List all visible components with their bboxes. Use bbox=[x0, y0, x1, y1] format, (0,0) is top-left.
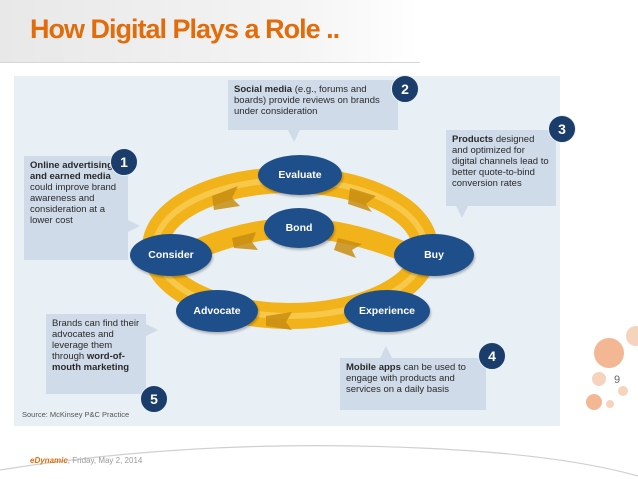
node-experience: Experience bbox=[344, 290, 430, 332]
callout-1-tail bbox=[128, 220, 140, 232]
callout-social-media: Social media (e.g., forums and boards) p… bbox=[228, 80, 398, 142]
callout-1-bold: Online advertising and earned media bbox=[30, 160, 113, 182]
callout-4-bold: Mobile apps bbox=[346, 362, 404, 373]
decor-dot bbox=[586, 394, 602, 410]
callout-products: Products designed and optimized for digi… bbox=[446, 130, 556, 218]
callout-3-text: designed and optimized for digital chann… bbox=[452, 134, 549, 189]
callout-5-bold: word-of-mouth marketing bbox=[52, 351, 130, 373]
callout-1-text: could improve brand awareness and consid… bbox=[30, 182, 117, 226]
node-buy: Buy bbox=[394, 234, 474, 276]
callout-3-bold: Products bbox=[452, 134, 496, 145]
decor-dot bbox=[606, 400, 614, 408]
node-consider: Consider bbox=[130, 234, 212, 276]
callout-2-bold: Social media bbox=[234, 84, 295, 95]
node-advocate: Advocate bbox=[176, 290, 258, 332]
footer-brand: eDynamic bbox=[30, 456, 68, 465]
badge-3: 3 bbox=[548, 115, 576, 143]
page-title: How Digital Plays a Role .. bbox=[30, 14, 340, 44]
node-bond: Bond bbox=[264, 208, 334, 248]
footer-date: , Friday, May 2, 2014 bbox=[67, 456, 143, 465]
callout-online-advertising: Online advertising and earned media coul… bbox=[24, 156, 140, 260]
page-number: 9 bbox=[614, 374, 621, 386]
node-evaluate: Evaluate bbox=[258, 155, 342, 195]
badge-5: 5 bbox=[140, 385, 168, 413]
callout-2-text: (e.g., forums and boards) provide review… bbox=[234, 84, 380, 117]
decor-dot bbox=[594, 338, 624, 368]
callout-4-tail bbox=[380, 346, 392, 358]
decor-dot bbox=[592, 372, 606, 386]
callout-2-tail bbox=[288, 130, 300, 142]
footer: eDynamic, Friday, May 2, 2014 bbox=[30, 456, 142, 465]
callout-5-tail bbox=[146, 324, 158, 336]
badge-2: 2 bbox=[391, 75, 419, 103]
source-note: Source: McKinsey P&C Practice bbox=[22, 410, 130, 419]
badge-1: 1 bbox=[110, 148, 138, 176]
callout-4-text: can be used to engage with products and … bbox=[346, 362, 466, 395]
callout-advocates: Brands can find their advocates and leve… bbox=[46, 314, 158, 394]
callout-mobile-apps: Mobile apps can be used to engage with p… bbox=[340, 346, 486, 410]
decor-dot bbox=[626, 326, 638, 346]
callout-3-tail bbox=[456, 206, 468, 218]
title-bar bbox=[0, 0, 420, 63]
badge-4: 4 bbox=[478, 342, 506, 370]
decor-dot bbox=[618, 386, 628, 396]
callout-5-text: Brands can find their advocates and leve… bbox=[52, 318, 140, 362]
